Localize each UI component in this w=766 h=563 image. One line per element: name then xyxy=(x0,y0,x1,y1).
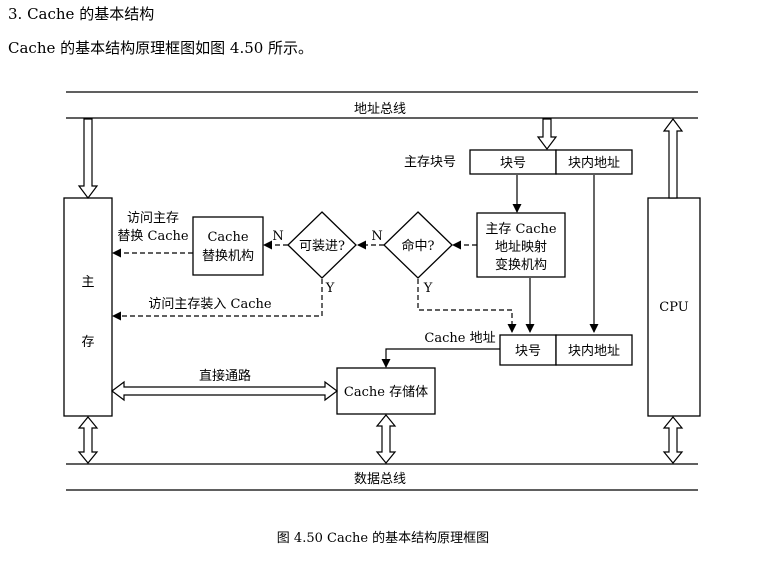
hit-decision xyxy=(383,211,453,279)
address-bus-to-memory-arrow xyxy=(77,118,99,199)
cache-offset-field xyxy=(555,334,633,366)
figure-caption: 图 4.50 Cache 的基本结构原理框图 xyxy=(276,531,490,546)
mapping-line-1: 主存 Cache xyxy=(485,222,556,237)
address-bus-to-register-arrow xyxy=(536,118,558,150)
address-bus xyxy=(66,91,698,119)
main-mem-block-no-text: 块号 xyxy=(500,156,526,171)
direct-path-arrow xyxy=(111,380,338,402)
hit-question: 命中? xyxy=(402,238,435,254)
main-memory-label-1: 主 xyxy=(81,275,94,290)
can-load-question: 可装进? xyxy=(299,239,345,254)
can-load-no-label: N xyxy=(272,229,283,244)
cache-storage-box xyxy=(336,367,436,415)
cache-replacement-unit xyxy=(192,216,264,276)
mapping-line-2: 地址映射 xyxy=(495,239,547,255)
main-mem-block-no-label: 主存块号 xyxy=(404,155,456,170)
cache-storage-label: Cache 存储体 xyxy=(344,385,428,400)
main-mem-block-no-field xyxy=(469,149,557,175)
main-mem-offset-text: 块内地址 xyxy=(568,155,620,171)
can-load-decision xyxy=(287,211,357,279)
hit-no-label: N xyxy=(371,229,382,244)
access-replace-line-1: 访问主存 xyxy=(127,211,179,226)
cpu-data-bus-arrow xyxy=(662,416,684,464)
main-memory-box xyxy=(63,197,113,417)
cpu-label: CPU xyxy=(659,300,688,315)
replace-line-1: Cache xyxy=(207,230,248,245)
memory-data-bus-arrow xyxy=(77,416,99,464)
direct-path-label: 直接通路 xyxy=(199,368,251,384)
cache-address-label: Cache 地址 xyxy=(424,331,495,346)
can-load-yes-label: Y xyxy=(325,281,335,296)
cache-offset-text: 块内地址 xyxy=(568,343,620,359)
cache-data-bus-arrow xyxy=(375,414,397,464)
replace-line-2: 替换机构 xyxy=(202,249,254,264)
cache-block-no-text: 块号 xyxy=(515,344,541,359)
cache-block-no-field xyxy=(499,334,557,366)
address-mapping-unit xyxy=(476,212,566,278)
main-mem-offset-field xyxy=(555,149,633,175)
section-heading: 3. Cache 的基本结构 xyxy=(8,5,155,23)
access-load-label: 访问主存装入 Cache xyxy=(148,297,271,312)
intro-text: Cache 的基本结构原理框图如图 4.50 所示。 xyxy=(8,39,314,57)
access-replace-line-2: 替换 Cache xyxy=(117,229,188,244)
data-bus-label: 数据总线 xyxy=(354,472,406,487)
data-bus xyxy=(66,463,698,491)
mapping-line-3: 变换机构 xyxy=(495,257,547,273)
main-memory-label-2: 存 xyxy=(81,335,94,350)
cpu-to-address-bus-arrow xyxy=(662,118,684,199)
hit-yes-label: Y xyxy=(423,281,433,296)
address-bus-label: 地址总线 xyxy=(354,102,406,117)
